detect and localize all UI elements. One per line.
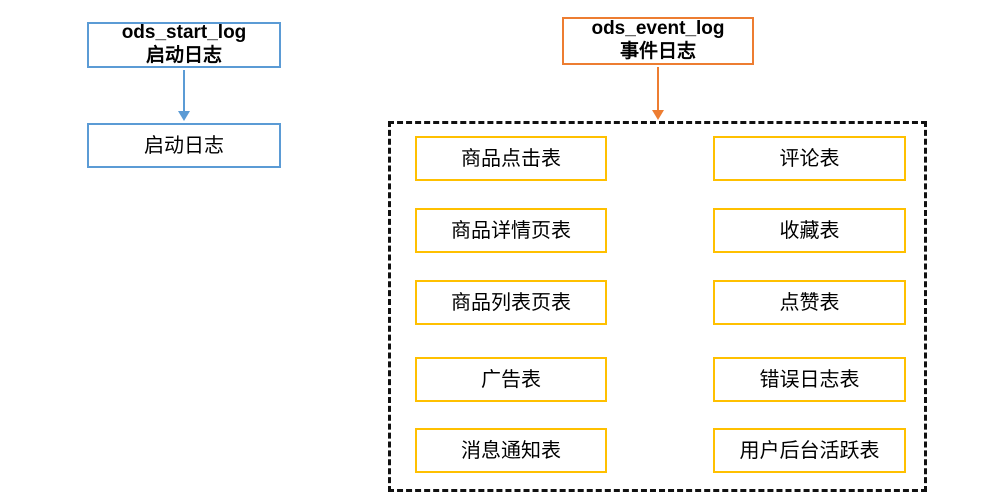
event-table-label: 商品点击表 xyxy=(461,147,561,170)
start-log-connector-line xyxy=(183,70,185,112)
event-table-label: 商品详情页表 xyxy=(451,219,571,242)
event-table-label: 用户后台活跃表 xyxy=(739,439,880,462)
event-tables-group-border xyxy=(388,121,927,492)
ods-start-log-title: ods_start_log xyxy=(121,22,247,44)
event-table-node: 消息通知表 xyxy=(415,428,607,473)
ods-event-log-subtitle: 事件日志 xyxy=(619,41,696,62)
event-table-node: 点赞表 xyxy=(713,280,906,325)
event-table-node: 商品详情页表 xyxy=(415,208,607,253)
event-table-label: 评论表 xyxy=(779,147,840,170)
event-table-node: 商品点击表 xyxy=(415,136,607,181)
event-table-label: 错误日志表 xyxy=(759,368,860,391)
event-table-label: 点赞表 xyxy=(779,291,840,314)
event-table-node: 错误日志表 xyxy=(713,357,906,402)
arrow-down-icon xyxy=(178,111,190,121)
ods-start-log-subtitle: 启动日志 xyxy=(145,45,222,66)
start-log-table-label: 启动日志 xyxy=(144,134,224,157)
ods-event-log-title: ods_event_log xyxy=(591,18,725,40)
event-table-node: 广告表 xyxy=(415,357,607,402)
event-table-label: 收藏表 xyxy=(779,219,840,242)
event-table-node: 用户后台活跃表 xyxy=(713,428,906,473)
event-log-connector-line xyxy=(657,67,659,111)
event-table-node: 评论表 xyxy=(713,136,906,181)
arrow-down-icon xyxy=(652,110,664,120)
event-table-node: 商品列表页表 xyxy=(415,280,607,325)
ods-event-log-header-node: ods_event_log 事件日志 xyxy=(562,17,754,65)
event-table-label: 广告表 xyxy=(481,368,541,391)
start-log-table-node: 启动日志 xyxy=(87,123,281,168)
event-table-label: 消息通知表 xyxy=(461,439,561,462)
event-table-node: 收藏表 xyxy=(713,208,906,253)
ods-start-log-header-node: ods_start_log 启动日志 xyxy=(87,22,281,68)
event-table-label: 商品列表页表 xyxy=(451,291,571,314)
